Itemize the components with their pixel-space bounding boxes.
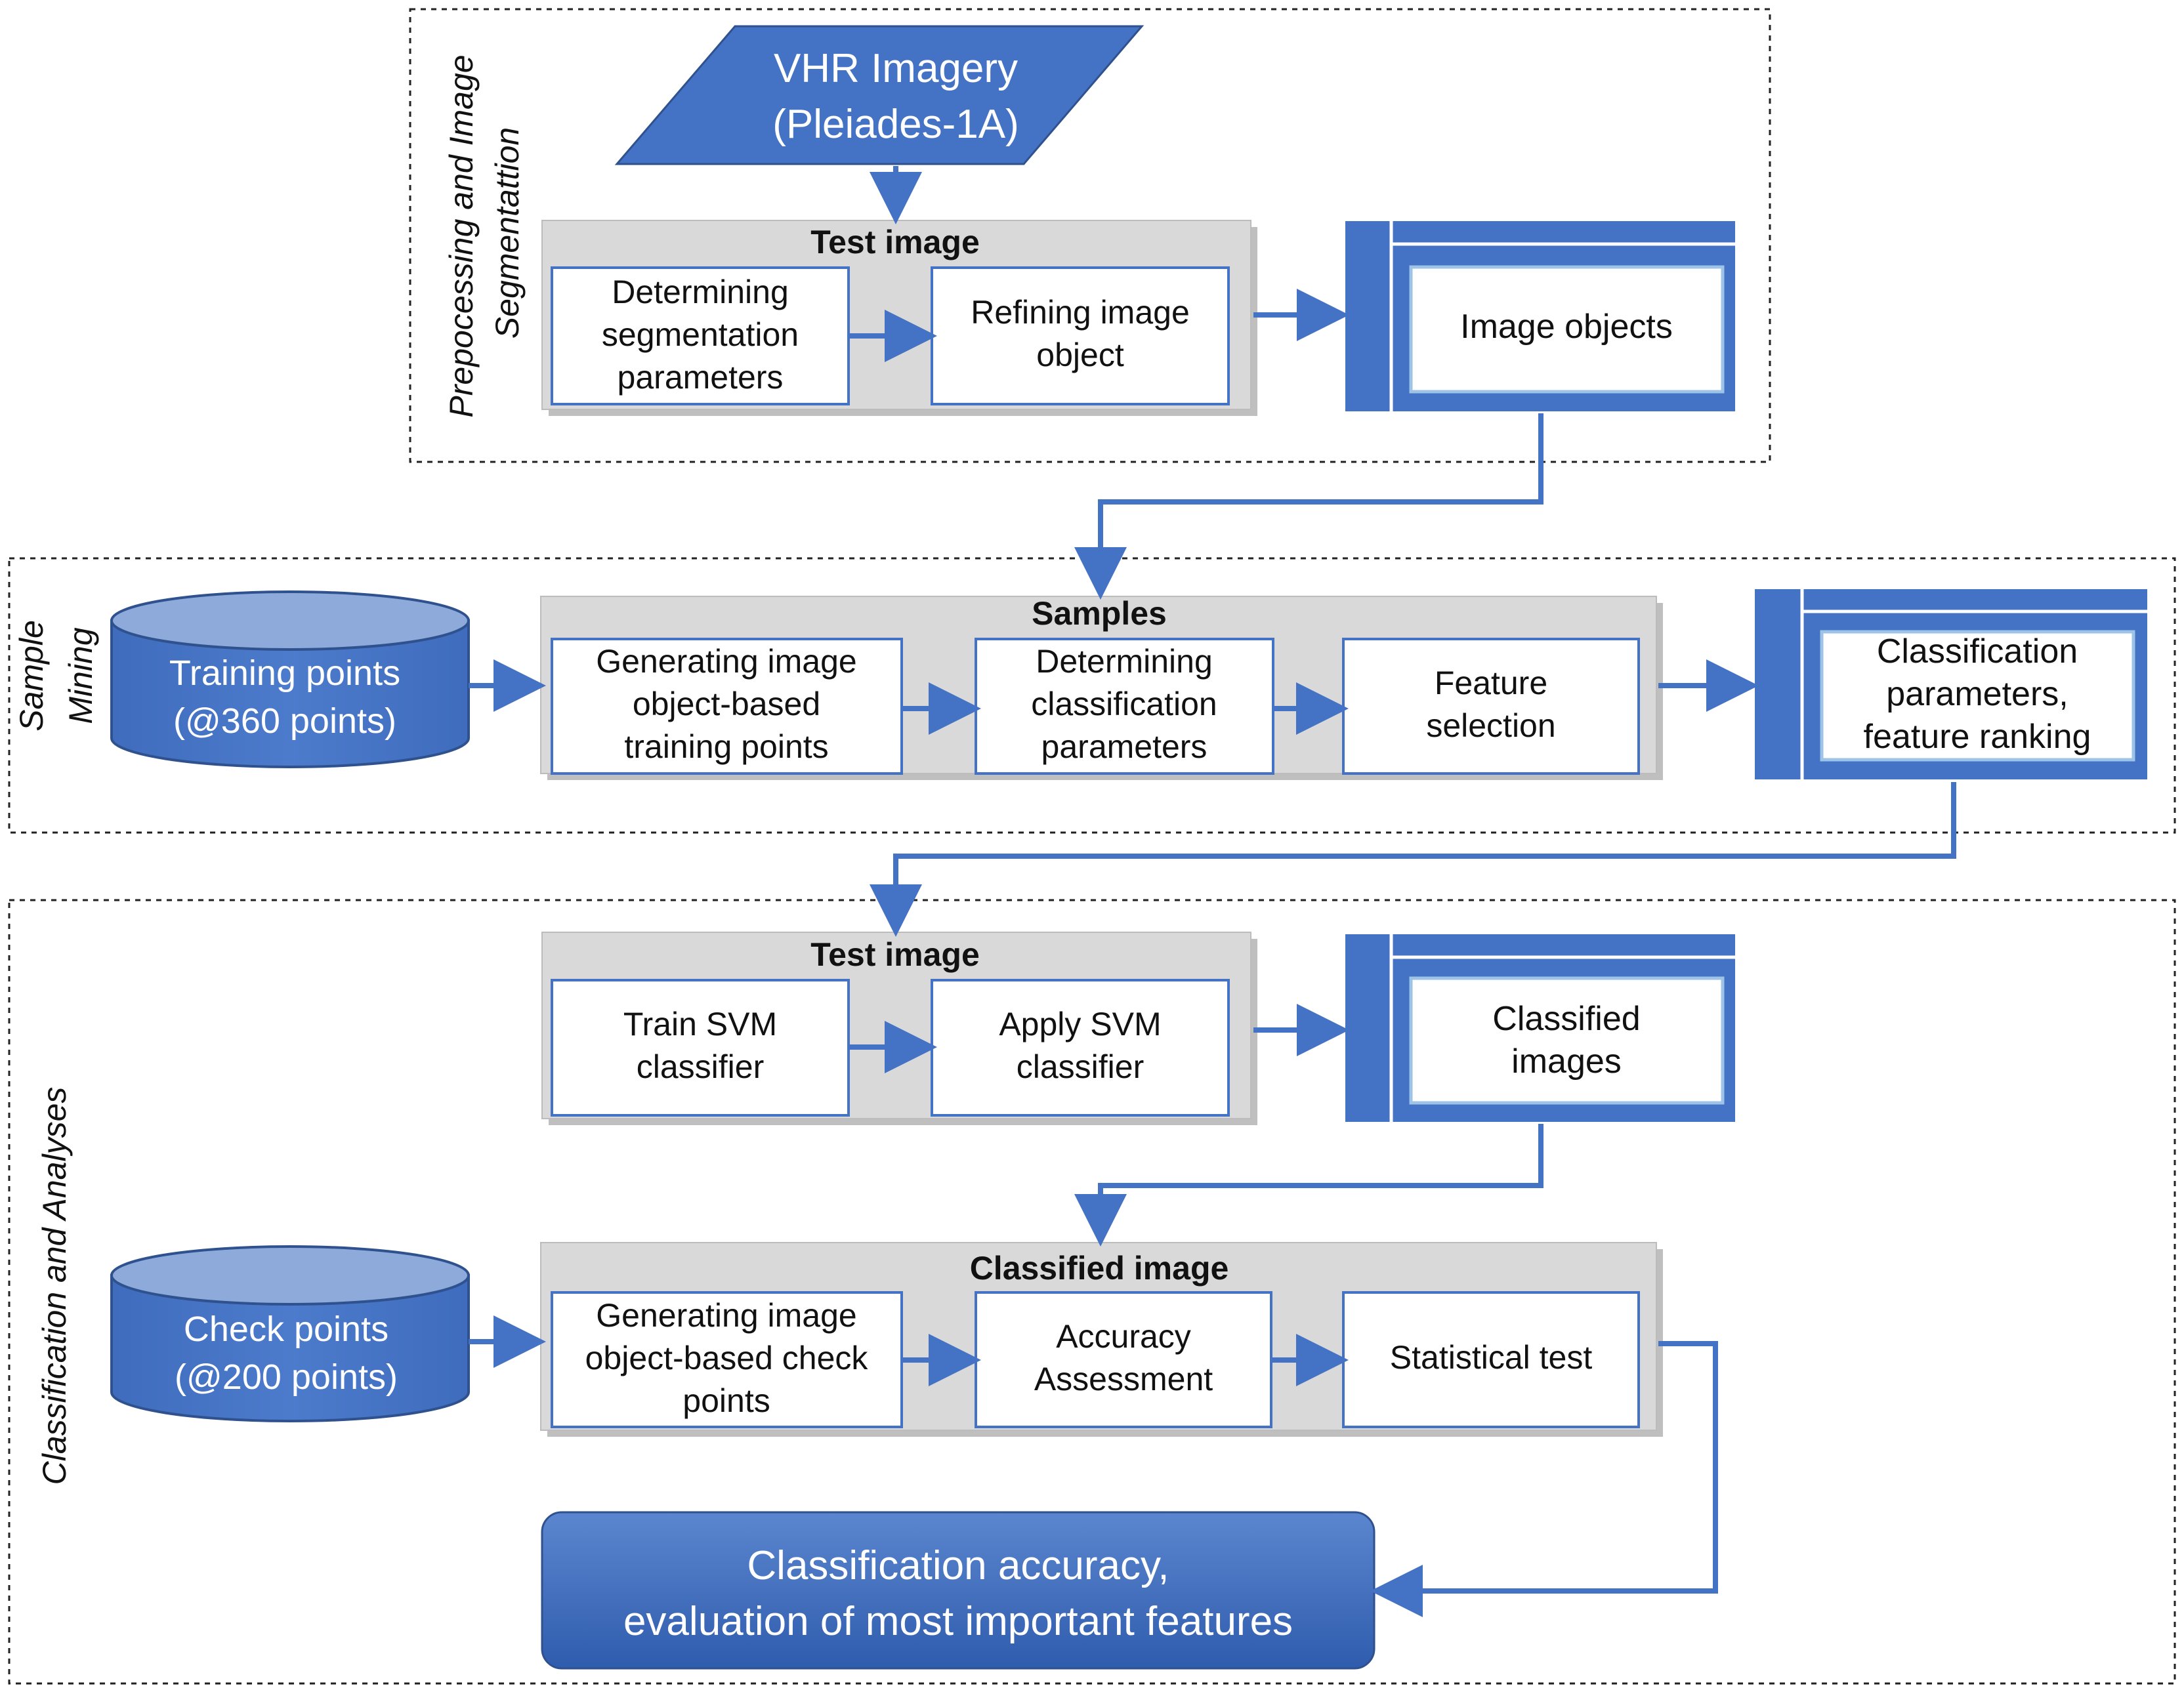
input-label-line2: (Pleiades-1A) — [772, 102, 1019, 147]
step-label: parameters — [1041, 728, 1208, 765]
step-label: object-based — [633, 686, 820, 722]
step-determining-segmentation-parameters — [551, 266, 850, 405]
arrow-statistical-test-to-final — [1370, 1341, 1718, 1617]
step-label: object — [1036, 337, 1124, 373]
check-points-label: Check points — [184, 1310, 388, 1349]
output-label-classification-parameters: parameters, — [1886, 675, 2068, 713]
section-label-sample-mining-2: Mining — [62, 627, 99, 724]
arrow-image-objects-to-samples — [1074, 413, 1544, 600]
section-label-preprocessing-2: Segmentattion — [489, 127, 526, 339]
step-label: object-based check — [585, 1340, 869, 1376]
section-label-preprocessing: Prepocessing and Image — [443, 54, 480, 417]
section-label-classification: Classification and Analyses — [36, 1087, 73, 1485]
step-label: segmentation — [602, 316, 799, 353]
group-title: Classified image — [970, 1250, 1229, 1287]
step-label: points — [682, 1382, 770, 1419]
step-label: Assessment — [1034, 1361, 1213, 1397]
training-points-label: Training points — [169, 653, 400, 693]
group-title: Test image — [810, 224, 980, 260]
output-label-classification-parameters: feature ranking — [1864, 718, 2091, 756]
step-label: Refining image — [971, 294, 1190, 331]
step-label: Determining — [612, 274, 789, 310]
step-label: Determining — [1036, 643, 1213, 680]
step-label: Feature — [1435, 665, 1547, 701]
group-title: Test image — [810, 936, 980, 973]
step-label: classification — [1031, 686, 1217, 722]
step-accuracy-assessment — [975, 1291, 1272, 1428]
arrow-classified-images-to-classified-image — [1074, 1124, 1544, 1247]
output-label-image-objects: Image objects — [1460, 308, 1673, 346]
input-parallelogram — [614, 25, 1144, 165]
step-generating-check-points — [551, 1291, 903, 1428]
step-label: training points — [624, 728, 828, 765]
output-inner — [1409, 976, 1725, 1105]
step-label: Train SVM — [623, 1006, 777, 1042]
step-label: Statistical test — [1390, 1339, 1593, 1376]
step-label: Generating image — [596, 1297, 856, 1334]
step-train-svm-classifier — [551, 979, 850, 1117]
final-result-box — [541, 1511, 1376, 1670]
arrow-parameters-to-test-image — [870, 782, 1956, 937]
step-label: Apply SVM — [999, 1006, 1161, 1042]
training-points-count: (@360 points) — [173, 701, 396, 741]
training-points-cylinder — [110, 619, 470, 768]
output-label-classified-images: images — [1511, 1042, 1622, 1081]
check-points-cylinder — [110, 1274, 470, 1422]
step-label: parameters — [618, 359, 784, 396]
step-feature-selection — [1342, 638, 1640, 775]
output-label-classification-parameters: Classification — [1877, 632, 2078, 671]
output-inner — [1820, 630, 2135, 762]
group-title: Samples — [1032, 595, 1167, 632]
output-inner — [1409, 265, 1725, 394]
step-label: selection — [1426, 707, 1555, 744]
step-determining-classification-parameters — [975, 638, 1274, 775]
final-result-line1: Classification accuracy, — [747, 1543, 1169, 1588]
step-apply-svm-classifier — [931, 979, 1230, 1117]
final-result-line2: evaluation of most important features — [623, 1599, 1293, 1644]
check-points-count: (@200 points) — [175, 1357, 398, 1397]
step-generating-training-points — [551, 638, 903, 775]
step-label: Accuracy — [1056, 1318, 1191, 1355]
step-label: classifier — [1017, 1048, 1144, 1085]
step-label: classifier — [637, 1048, 764, 1085]
step-label: Generating image — [596, 643, 856, 680]
step-refining-image-object — [931, 266, 1230, 405]
section-label-sample-mining: Sample — [13, 620, 50, 732]
output-label-classified-images: Classified — [1492, 1000, 1640, 1038]
section-frame-preprocessing — [409, 8, 1771, 463]
cylinder-top — [110, 590, 470, 651]
cylinder-top — [110, 1245, 470, 1306]
section-frame-classification — [8, 899, 2176, 1685]
input-label-line1: VHR Imagery — [774, 46, 1018, 91]
